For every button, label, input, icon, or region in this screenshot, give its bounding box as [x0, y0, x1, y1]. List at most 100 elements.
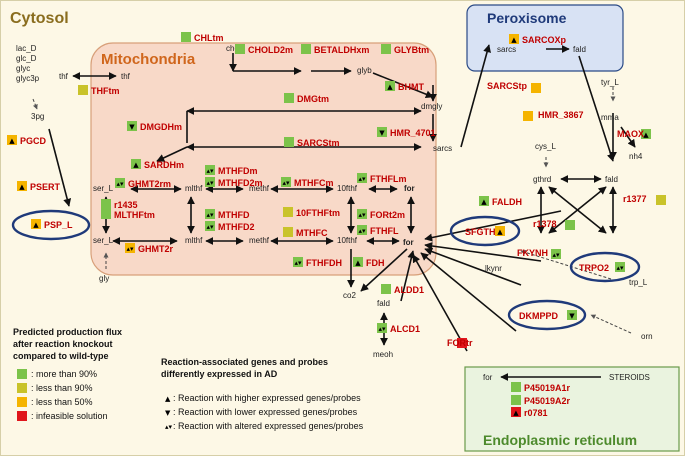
metabolite-mma: mma — [601, 113, 619, 122]
reaction-fthfdh: ▴▾FTHFDH — [293, 257, 342, 268]
legend-flux-title: after reaction knockout — [13, 339, 113, 349]
reaction-r0781: ▲r0781 — [511, 407, 548, 418]
flux-box-sarcstm — [284, 137, 294, 147]
sfgth-highlight — [449, 215, 521, 247]
expression-alt-icon: ▴▾ — [282, 179, 290, 187]
flux-box-fort2m — [357, 209, 367, 219]
reaction-label-dkmppd: DKMPPD — [519, 311, 559, 321]
legend-expression-title: differently expressed in AD — [161, 369, 278, 379]
legend-up-icon: ▲ — [165, 395, 171, 403]
metabolite-serl-c: ser_L — [93, 236, 114, 245]
legend-alt-icon: ▴▾ — [165, 423, 173, 431]
highlight-rings — [11, 209, 641, 331]
legend-flux-title: compared to wild-type — [13, 351, 109, 361]
expression-up-icon: ▲ — [387, 83, 393, 91]
flux-box-betaldhxm — [301, 44, 311, 54]
expression-alt-icon: ▴▾ — [378, 325, 386, 333]
flux-box-psp-l — [31, 219, 41, 229]
metabolite-mlthf-c: mlthf — [185, 236, 203, 245]
flux-box-fdh — [353, 257, 363, 267]
expression-up-icon: ▲ — [9, 137, 15, 145]
metabolite-lac: lac_D — [16, 44, 37, 53]
metabolite-for-m: for — [404, 184, 415, 193]
reaction-label-fthfl: FTHFL — [370, 226, 399, 236]
reaction-faldh: ▲FALDH — [479, 196, 522, 207]
reaction-label-fdh: FDH — [366, 258, 385, 268]
metabolite-thf-r: thf — [121, 72, 131, 81]
metabolite-thf-l: thf — [59, 72, 69, 81]
reaction-aldd1: ALDD1 — [381, 284, 424, 295]
metabolite-tyrl: tyr_L — [601, 78, 619, 87]
flux-box-mthfdm — [205, 165, 215, 175]
expression-up-icon: ▲ — [643, 131, 649, 139]
reaction-hmr-3867: HMR_3867 — [523, 110, 584, 121]
expression-alt-icon: ▴▾ — [206, 179, 214, 187]
expression-up-icon: ▲ — [19, 183, 25, 191]
reaction-sarcstp: SARCStp — [487, 81, 541, 93]
expression-up-icon: ▲ — [33, 221, 39, 229]
reaction-label-fortr: FORtr — [447, 338, 473, 348]
reaction-label-ghmt2r: GHMT2r — [138, 244, 174, 254]
metabolite-fald-p: fald — [573, 45, 586, 54]
reaction-fthftm10: 10FTHFtm — [283, 207, 340, 218]
flux-box-r1378 — [565, 220, 575, 230]
expression-alt-icon: ▴▾ — [206, 211, 214, 219]
reaction-label-sardhm: SARDHm — [144, 160, 184, 170]
reaction-trpo2: ▴▾TRPO2 — [579, 262, 625, 273]
metabolite-dmgly: dmgly — [421, 102, 442, 111]
metabolite-methf-m: methf — [249, 184, 270, 193]
flux-box-mthfd2 — [205, 221, 215, 231]
flux-box-fthfdh — [293, 257, 303, 267]
expression-up-icon: ▲ — [511, 36, 517, 44]
reaction-label-r1378: r1378 — [533, 219, 557, 229]
reaction-label-chold2m: CHOLD2m — [248, 45, 293, 55]
reaction-label-fthflm: FTHFLm — [370, 174, 407, 184]
flux-box-trpo2 — [615, 262, 625, 272]
trpo2-highlight — [569, 251, 641, 283]
expression-alt-icon: ▴▾ — [616, 264, 624, 272]
flux-box-sfgth — [495, 226, 505, 236]
expression-alt-icon: ▴▾ — [206, 223, 214, 231]
expression-up-icon: ▲ — [497, 228, 503, 236]
reaction-label-fthfdh: FTHFDH — [306, 258, 342, 268]
expression-alt-icon: ▴▾ — [206, 167, 214, 175]
legend-flux-label: : infeasible solution — [31, 411, 108, 421]
metabolite-lkynr: lkynr — [485, 264, 502, 273]
cytosol-title: Cytosol — [10, 10, 69, 27]
flux-box-mthfcm — [281, 177, 291, 187]
reaction-label-dmgtm: DMGtm — [297, 94, 329, 104]
reaction-label-dmgdhm: DMGDHm — [140, 122, 182, 132]
reaction-label-thftm: THFtm — [91, 86, 120, 96]
metabolite-serl-m: ser_L — [93, 184, 114, 193]
metabolite-for-er: for — [483, 373, 493, 382]
reaction-label-sarcoxp: SARCOXp — [522, 35, 567, 45]
reaction-chltm: CHLtm — [181, 32, 224, 43]
reaction-label-pgcd: PGCD — [20, 136, 47, 146]
expression-up-icon: ▲ — [481, 198, 487, 206]
reaction-label-psp-l: PSP_L — [44, 220, 73, 230]
reaction-alcd1: ▴▾ALCD1 — [377, 323, 420, 334]
flux-box-mthfc — [283, 227, 293, 237]
flux-box-maox — [641, 129, 651, 139]
flux-box-mthfd2m — [205, 177, 215, 187]
flux-box-sarcoxp — [509, 34, 519, 44]
reaction-fthflm: ▴▾FTHFLm — [357, 173, 407, 184]
expression-down-icon: ▼ — [129, 123, 135, 131]
expression-alt-icon: ▴▾ — [126, 245, 134, 253]
metabolite-chol: chol — [226, 44, 241, 53]
er-compartment — [464, 366, 680, 452]
flux-box-faldh — [479, 196, 489, 206]
reaction-p45019a1r: P45019A1r — [511, 382, 571, 393]
reaction-sarcoxp: ▲ SARCOXp — [509, 34, 567, 45]
flux-box-mthfd — [205, 209, 215, 219]
flux-box-sardhm — [131, 159, 141, 169]
flux-box-chold2m — [235, 44, 245, 54]
flux-box-hmr-4701 — [377, 127, 387, 137]
reaction-label-p45019a2r: P45019A2r — [524, 396, 571, 406]
legend-expression-label: : Reaction with higher expressed genes/p… — [173, 393, 361, 403]
metabolite-for-c: for — [403, 238, 414, 247]
reaction-label-bhmt: BHMT — [398, 82, 424, 92]
reaction-r1435: r1435 — [101, 199, 138, 210]
